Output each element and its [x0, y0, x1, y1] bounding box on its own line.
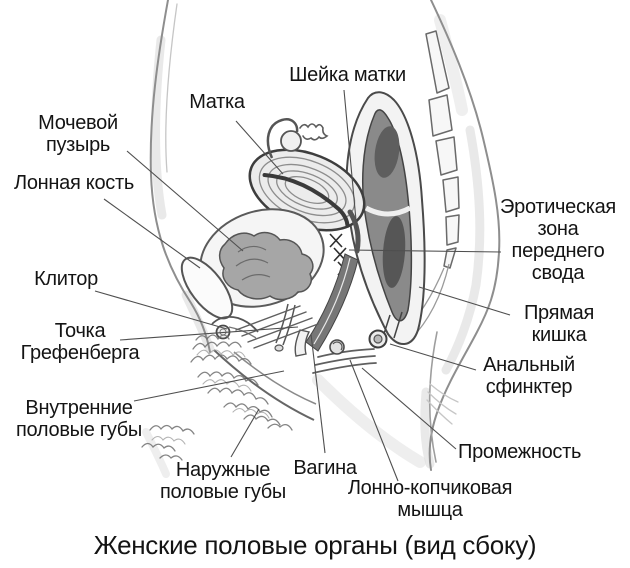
leader-line-lonnaya-kost [103, 198, 201, 269]
bladder [199, 208, 325, 308]
leader-line-promezhnost [361, 367, 457, 450]
label-eroticheskaya-zona: Эротическая зона переднего свода [500, 196, 616, 284]
label-vnutrennie-guby: Внутренние половые губы [16, 397, 142, 441]
label-naruzhnye-guby: Наружные половые губы [160, 459, 286, 503]
leader-line-eroticheskaya-zona [348, 249, 502, 253]
leader-line-tochka-grefenberga [119, 326, 299, 341]
pelvic-floor-muscle [235, 305, 377, 374]
label-matka: Матка [189, 91, 245, 113]
label-lonno-kopchikovaya: Лонно-копчиковая мышца [347, 477, 513, 521]
label-pryamaya-kishka: Прямая кишка [523, 302, 594, 346]
label-klitor: Клитор [34, 268, 98, 290]
leader-line-klitor [94, 290, 228, 330]
label-vagina: Вагина [293, 457, 357, 479]
label-sheyka-matki: Шейка матки [289, 64, 406, 86]
label-lonnaya-kost: Лонная кость [14, 172, 134, 194]
label-mochevoy-puzyr: Мочевой пузырь [38, 112, 118, 156]
leader-line-naruzhnye-guby [230, 408, 260, 458]
label-analny-sfinkter: Анальный сфинктер [483, 354, 575, 398]
leader-line-pryamaya-kishka [418, 286, 511, 316]
leader-line-matka [235, 120, 284, 175]
label-promezhnost: Промежность [458, 441, 582, 463]
leader-line-vagina [310, 333, 326, 454]
body-outline [149, 0, 501, 471]
labia-contours [213, 349, 317, 421]
fallopian-tube-ovary [266, 118, 329, 159]
leader-line-sheyka-matki [343, 89, 358, 232]
vagina-canal [294, 253, 359, 357]
label-tochka-grefenberga: Точка Грефенберга [20, 320, 140, 364]
leader-line-lonno-kopchikovaya [349, 359, 399, 482]
leader-line-vnutrennie-guby [133, 370, 285, 402]
leader-line-mochevoy-puzyr [126, 150, 244, 252]
sacrum-vertebrae [401, 30, 460, 341]
leader-lines [94, 89, 511, 482]
pubic-hair [141, 334, 293, 461]
clitoris [211, 315, 259, 340]
diagram-title: Женские половые органы (вид сбоку) [93, 530, 537, 560]
anal-sphincter [368, 329, 388, 349]
leader-line-analny-sfinkter [389, 343, 477, 371]
body-shading [142, 14, 485, 478]
rectum [345, 91, 426, 345]
